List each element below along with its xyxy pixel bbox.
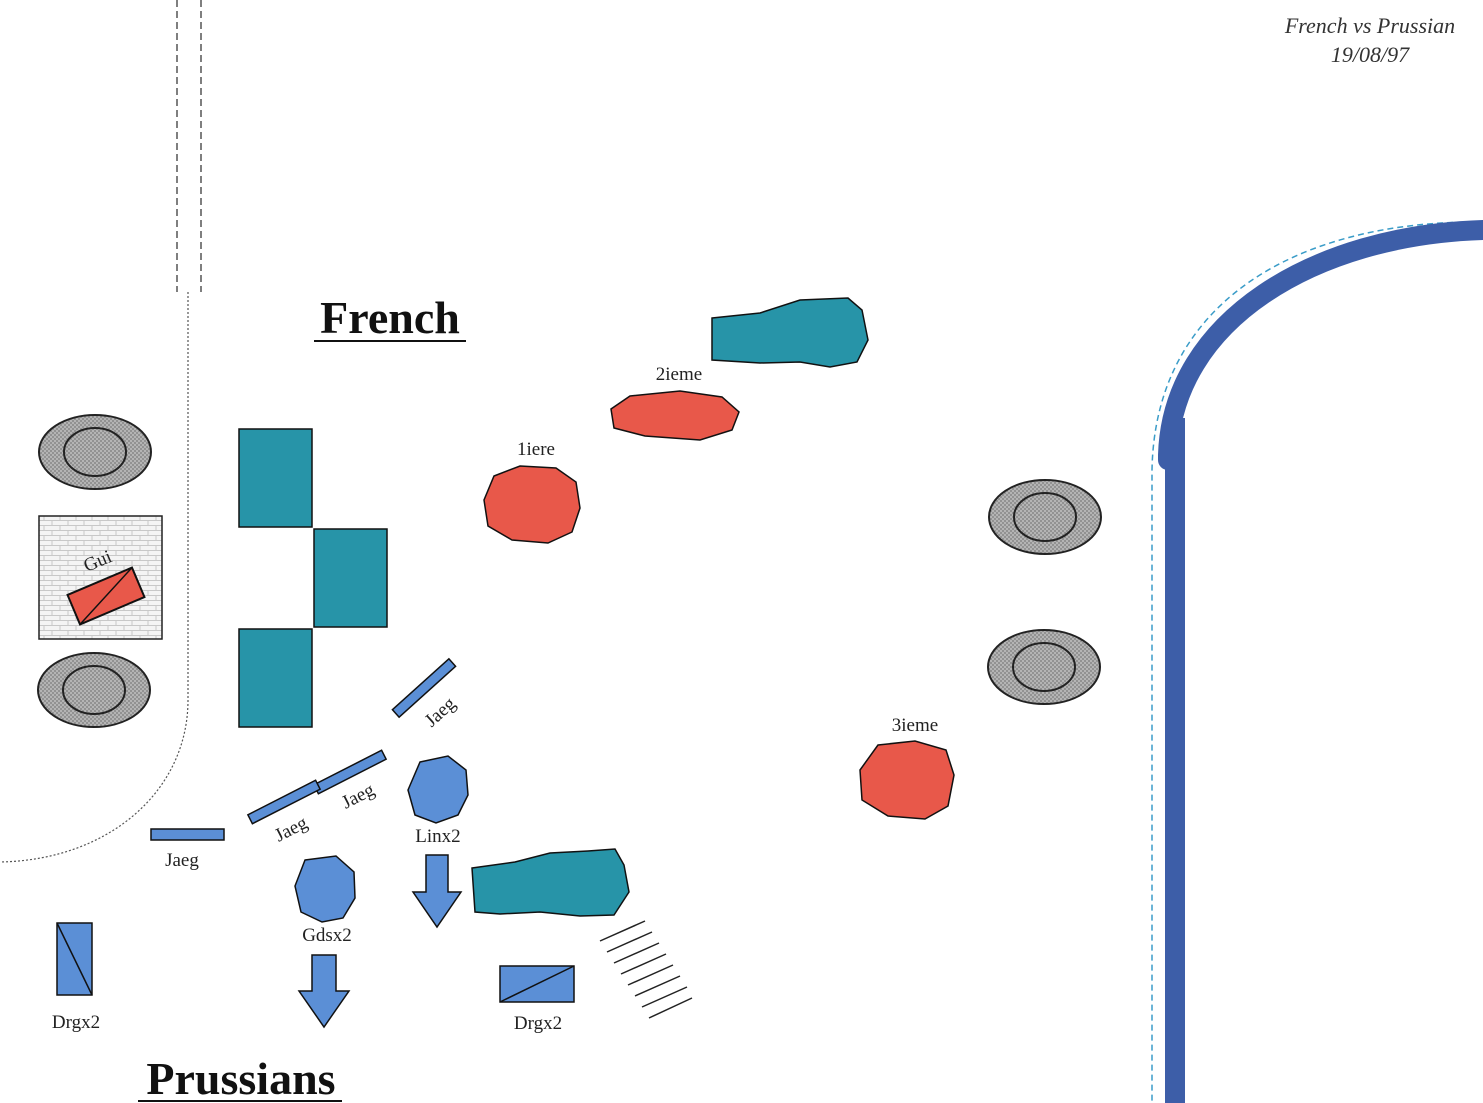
unit-label-jaeg-mid-right: Jaeg — [338, 779, 378, 813]
hill-lower-left — [37, 652, 151, 728]
woods-checker — [238, 428, 388, 728]
unit-label-1iere: 1iere — [517, 439, 555, 460]
french-unit-1iere: 1iere — [483, 439, 581, 544]
road — [0, 0, 202, 863]
unit-label-gdsx2: Gdsx2 — [302, 925, 352, 946]
woods-north — [711, 297, 869, 368]
hill-lower-right — [987, 629, 1101, 705]
prussian-jaeger-mid-right: Jaeg — [312, 749, 388, 813]
prussian-jaeger-upper: Jaeg — [391, 657, 461, 732]
unit-label-drgx2-left: Drgx2 — [52, 1012, 100, 1033]
french-unit-2ieme: 2ieme — [610, 364, 740, 441]
walled-building — [38, 515, 163, 640]
hatched-ground — [599, 920, 693, 1019]
advance-arrow-linx2 — [411, 854, 463, 929]
prussian-unit-gdsx2: Gdsx2 — [294, 855, 356, 946]
unit-label-2ieme: 2ieme — [656, 364, 702, 385]
advance-arrow-gdsx2 — [297, 954, 351, 1029]
prussians-heading: Prussians — [146, 1053, 335, 1103]
river — [1151, 220, 1483, 1103]
prussian-jaeger-left: Jaeg — [150, 828, 225, 871]
map-title: French vs Prussian — [1284, 13, 1455, 38]
french-unit-3ieme: 3ieme — [859, 715, 955, 820]
unit-label-jaeg-upper: Jaeg — [421, 693, 461, 732]
map-date: 19/08/97 — [1331, 42, 1410, 67]
unit-label-drgx2-right: Drgx2 — [514, 1013, 562, 1034]
prussian-unit-drgx2-right: Drgx2 — [499, 965, 575, 1034]
unit-label-3ieme: 3ieme — [892, 715, 938, 736]
prussian-unit-drgx2-left: Drgx2 — [52, 922, 100, 1033]
prussian-unit-linx2: Linx2 — [407, 755, 469, 847]
unit-label-jaeg-left: Jaeg — [165, 850, 199, 871]
prussian-jaeger-mid-left: Jaeg — [246, 779, 322, 846]
unit-label-linx2: Linx2 — [415, 826, 460, 847]
french-heading: French — [320, 292, 460, 343]
unit-label-jaeg-mid-left: Jaeg — [271, 812, 311, 846]
woods-south — [471, 848, 630, 917]
hill-upper-left — [38, 414, 152, 490]
hill-upper-right — [988, 479, 1102, 555]
